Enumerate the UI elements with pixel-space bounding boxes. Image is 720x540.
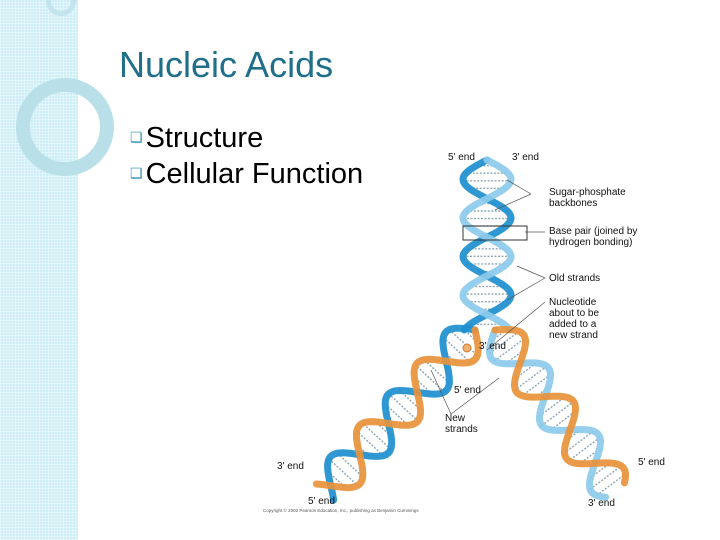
pointer-old-strands-2	[507, 278, 545, 300]
pointer-new-strands-2	[451, 378, 499, 414]
decorative-circle	[16, 78, 114, 176]
right-daughter-helix-strand-a	[490, 330, 606, 497]
free-nucleotide	[463, 344, 471, 352]
label-base-pair: Base pair (joined by hydrogen bonding)	[549, 226, 637, 248]
dna-helix-illustration	[255, 140, 700, 520]
label-sugar-phosphate-backbones: Sugar-phosphate backbones	[549, 187, 626, 209]
label-old-strands: Old strands	[549, 273, 600, 284]
slide-title: Nucleic Acids	[119, 44, 333, 86]
right-daughter-helix-base-pair	[597, 474, 626, 496]
label-top-3-end: 3' end	[512, 152, 539, 163]
bullet-text: Structure	[146, 122, 264, 155]
right-daughter-helix-base-pair	[542, 402, 574, 426]
label-nucleotide: Nucleotide about to be added to a new st…	[549, 297, 599, 341]
left-daughter-helix-base-pair	[389, 394, 418, 421]
label-left-5-end: 5' end	[308, 496, 335, 507]
pointer-old-strands	[517, 266, 545, 278]
label-mid-3-end: 3' end	[479, 341, 506, 352]
figure-copyright: Copyright © 2002 Pearson Education, Inc.…	[263, 508, 419, 513]
label-right-3-end: 3' end	[588, 498, 615, 509]
right-daughter-helix-strand-b	[495, 330, 626, 483]
bullet-icon: ❑	[130, 165, 143, 182]
left-daughter-helix-base-pair	[416, 365, 445, 392]
label-left-3-end: 3' end	[277, 461, 304, 472]
label-right-5-end: 5' end	[638, 457, 665, 468]
label-top-5-end: 5' end	[448, 152, 475, 163]
dna-replication-figure: 5' end 3' end Sugar-phosphate backbones …	[255, 140, 700, 520]
bullet-icon: ❑	[130, 129, 143, 146]
label-new-strands: New strands	[445, 413, 478, 435]
left-daughter-helix-strand-b	[316, 330, 478, 488]
label-mid-5-end: 5' end	[454, 385, 481, 396]
